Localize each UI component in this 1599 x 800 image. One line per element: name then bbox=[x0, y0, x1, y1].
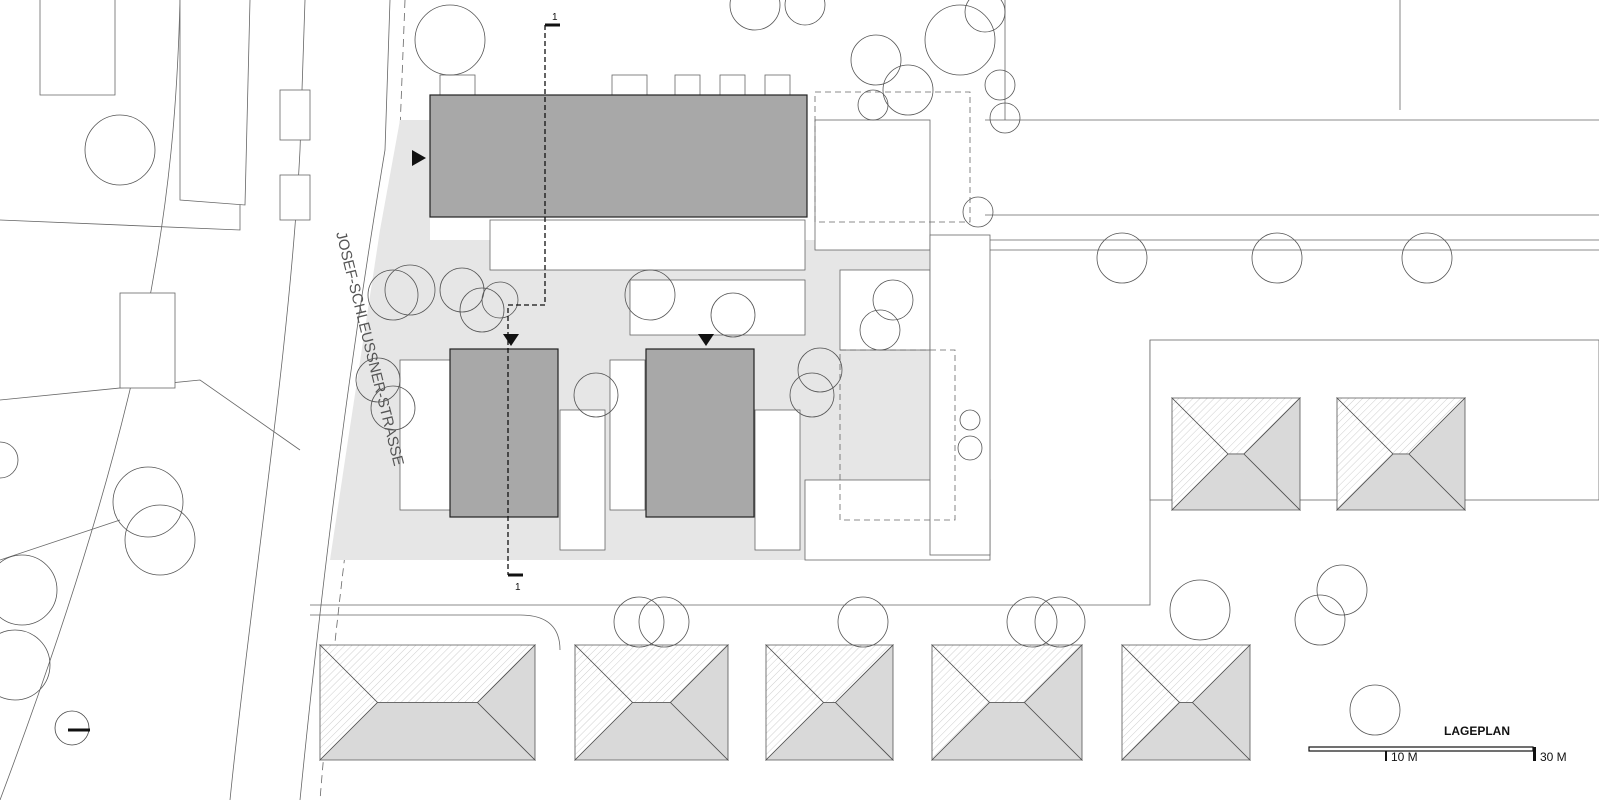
building-north bbox=[429, 94, 808, 218]
tree-icon bbox=[355, 357, 401, 403]
tree-icon bbox=[0, 629, 51, 701]
tree-icon bbox=[784, 0, 826, 26]
roof-face bbox=[476, 644, 536, 761]
section-marker-icon bbox=[507, 23, 560, 577]
tree-icon bbox=[624, 269, 676, 321]
tree-icon bbox=[962, 196, 994, 228]
building-south-east bbox=[645, 348, 755, 518]
tree-icon bbox=[1349, 684, 1401, 736]
entrance-arrow-icon bbox=[503, 334, 519, 346]
scale-label-30m: 30 M bbox=[1540, 750, 1567, 764]
tree-icon bbox=[957, 435, 983, 461]
roof-face bbox=[1023, 644, 1083, 761]
plan-title: LAGEPLAN bbox=[1444, 724, 1510, 738]
tree-icon bbox=[1006, 596, 1058, 648]
tree-icon bbox=[872, 279, 914, 321]
roof-face bbox=[1191, 644, 1251, 761]
tree-icon bbox=[1096, 232, 1148, 284]
entrance-arrow-icon bbox=[412, 150, 426, 166]
tree-icon bbox=[384, 264, 436, 316]
tree-icon bbox=[959, 409, 981, 431]
trees bbox=[0, 0, 1453, 736]
tree-icon bbox=[84, 114, 156, 186]
north-arrow-icon bbox=[54, 710, 90, 746]
tree-icon bbox=[1251, 232, 1303, 284]
tree-icon bbox=[859, 309, 901, 351]
section-label-top: 1 bbox=[552, 12, 558, 23]
tree-icon bbox=[984, 69, 1016, 101]
tree-icon bbox=[857, 89, 889, 121]
tree-icon bbox=[1169, 579, 1231, 641]
building-south-west bbox=[449, 348, 559, 518]
tree-icon bbox=[1316, 564, 1368, 616]
tree-icon bbox=[1401, 232, 1453, 284]
roof-face bbox=[1243, 397, 1301, 511]
tree-icon bbox=[367, 269, 419, 321]
roof-face bbox=[1408, 397, 1466, 511]
roof-face bbox=[669, 644, 729, 761]
tree-icon bbox=[789, 372, 835, 418]
tree-icon bbox=[850, 34, 902, 86]
tree-icon bbox=[112, 466, 184, 538]
tree-icon bbox=[837, 596, 889, 648]
entrance-arrow-icon bbox=[698, 334, 714, 346]
tree-icon bbox=[882, 64, 934, 116]
tree-icon bbox=[710, 292, 756, 338]
new-buildings bbox=[429, 94, 808, 518]
roof-face bbox=[834, 644, 894, 761]
tree-icon bbox=[0, 441, 19, 479]
tree-icon bbox=[729, 0, 781, 31]
tree-icon bbox=[797, 347, 843, 393]
tree-icon bbox=[439, 267, 485, 313]
tree-icon bbox=[1034, 596, 1086, 648]
tree-icon bbox=[414, 4, 486, 76]
tree-icon bbox=[124, 504, 196, 576]
scale-label-10m: 10 M bbox=[1391, 750, 1418, 764]
tree-icon bbox=[0, 554, 58, 626]
tree-icon bbox=[924, 4, 996, 76]
tree-icon bbox=[370, 385, 416, 431]
neighbor-houses bbox=[319, 397, 1466, 761]
scale-bar bbox=[1308, 746, 1536, 761]
tree-icon bbox=[573, 372, 619, 418]
tree-icon bbox=[1294, 594, 1346, 646]
section-label-bottom: 1 bbox=[515, 582, 521, 593]
tree-icon bbox=[638, 596, 690, 648]
tree-icon bbox=[989, 102, 1021, 134]
tree-icon bbox=[964, 0, 1006, 33]
tree-icon bbox=[459, 287, 505, 333]
tree-icon bbox=[481, 281, 519, 319]
tree-icon bbox=[613, 596, 665, 648]
